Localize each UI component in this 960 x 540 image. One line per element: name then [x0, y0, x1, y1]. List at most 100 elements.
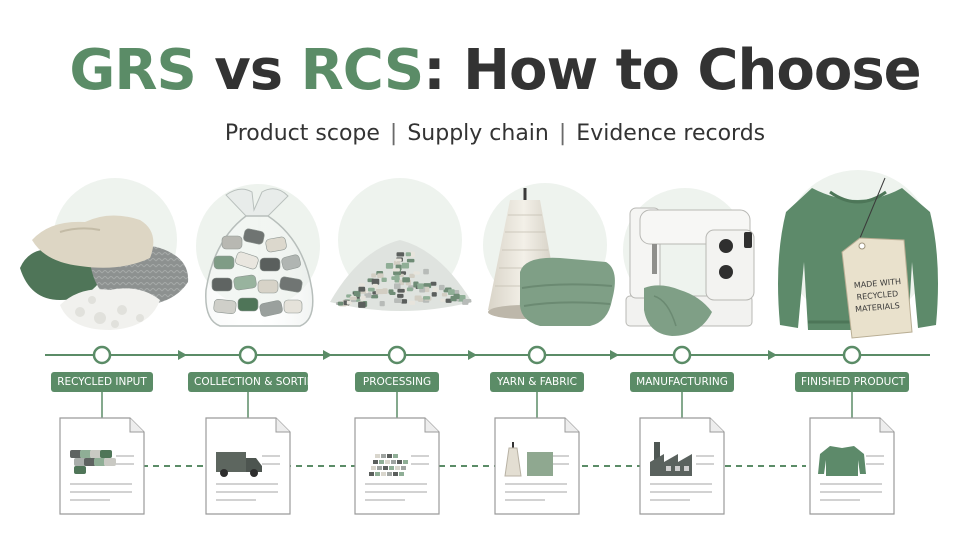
- timeline-arrow: [768, 350, 777, 360]
- flake: [358, 286, 366, 292]
- timeline-node: [387, 345, 407, 365]
- flake: [382, 288, 388, 294]
- subtitle-separator: |: [558, 121, 567, 146]
- flake: [414, 295, 422, 301]
- flake-pile-icon: [330, 240, 472, 311]
- flake: [406, 287, 413, 292]
- flake: [423, 268, 429, 275]
- flake: [385, 263, 394, 269]
- flake: [358, 283, 365, 287]
- flake: [360, 295, 366, 301]
- flake: [402, 277, 410, 283]
- flake: [388, 289, 394, 294]
- delivery-truck-icon: [216, 452, 262, 477]
- timeline-arrow: [178, 350, 187, 360]
- timeline-node: [238, 345, 258, 365]
- flake: [413, 271, 420, 275]
- stage-label-processing: PROCESSING: [355, 372, 439, 392]
- timeline-node: [92, 345, 112, 365]
- flake: [430, 281, 437, 286]
- stage-label-recycled-input: RECYCLED INPUT: [51, 372, 153, 392]
- evidence-document: [354, 417, 440, 515]
- flake: [397, 293, 404, 298]
- timeline: [45, 345, 930, 467]
- flake: [364, 292, 372, 298]
- flake: [394, 283, 401, 290]
- flake: [371, 278, 380, 285]
- flake: [409, 300, 416, 305]
- flake: [439, 284, 445, 291]
- flake: [463, 299, 472, 303]
- flake: [381, 277, 387, 282]
- hang-tag-line1: MADE WITH: [853, 277, 901, 290]
- page-title: GRS vs RCS: How to Choose: [0, 36, 960, 106]
- flake: [441, 292, 448, 297]
- flake: [405, 252, 411, 257]
- timeline-node: [527, 345, 547, 365]
- flake: [406, 258, 415, 263]
- flake: [423, 296, 431, 300]
- stage-label-finished-product: FINISHED PRODUCT: [795, 372, 909, 392]
- evidence-documents: [59, 417, 895, 515]
- evidence-document: [809, 417, 895, 515]
- flake: [431, 292, 437, 297]
- timeline-arrow: [468, 350, 477, 360]
- sorted-bag-icon: [205, 188, 314, 327]
- stage-label-manufacturing: MANUFACTURING: [630, 372, 734, 392]
- flake: [409, 273, 415, 278]
- evidence-document: [639, 417, 725, 515]
- title-rcs: RCS: [300, 38, 425, 103]
- title-grs: GRS: [69, 38, 196, 103]
- flake: [397, 288, 405, 293]
- yarn-cone-fabric-icon: [488, 188, 615, 326]
- flake: [395, 258, 402, 262]
- timeline-arrow: [323, 350, 332, 360]
- textile-pile-icon: [20, 215, 189, 330]
- flake: [349, 296, 357, 301]
- evidence-document: [205, 417, 291, 515]
- flake: [401, 262, 410, 269]
- flake: [393, 260, 401, 266]
- flake: [379, 301, 385, 307]
- flake: [394, 298, 403, 303]
- title-vs: vs: [214, 38, 283, 103]
- flake: [450, 295, 457, 302]
- sweater-icon: [818, 446, 866, 476]
- flake: [396, 252, 405, 257]
- stage-label-yarn-fabric: YARN & FABRIC: [490, 372, 584, 392]
- flake: [394, 274, 400, 281]
- flake: [417, 283, 424, 289]
- subtitle-supply-chain: Supply chain: [407, 121, 549, 146]
- flake: [368, 287, 375, 292]
- flake: [440, 298, 446, 302]
- flake: [346, 300, 353, 305]
- timeline-node: [672, 345, 692, 365]
- stage-label-collection-sorting: COLLECTION & SORTING: [188, 372, 323, 392]
- subtitle-evidence-records: Evidence records: [576, 121, 766, 146]
- flake: [370, 295, 379, 299]
- subtitle: Product scope|Supply chain|Evidence reco…: [0, 118, 960, 150]
- hang-tag-line2: RECYCLED: [856, 289, 898, 302]
- flake: [401, 299, 408, 304]
- timeline-arrow: [610, 350, 619, 360]
- flake: [392, 268, 400, 272]
- flake: [358, 301, 366, 308]
- flake: [432, 287, 439, 293]
- subtitle-separator: |: [389, 121, 398, 146]
- evidence-document: [59, 417, 145, 515]
- flake: [337, 301, 344, 306]
- evidence-document: [494, 417, 580, 515]
- flake: [445, 298, 452, 303]
- title-how-to-choose: : How to Choose: [423, 38, 921, 103]
- hang-tag: MADE WITH RECYCLED MATERIALS: [841, 237, 913, 339]
- flake: [371, 273, 377, 278]
- sewing-machine-icon: [625, 207, 755, 336]
- fiber-bales-icon: [70, 450, 116, 474]
- flake: [448, 289, 455, 295]
- timeline-node: [842, 345, 862, 365]
- flake: [353, 291, 361, 297]
- flake: [372, 283, 378, 290]
- hang-tag-line3: MATERIALS: [855, 301, 900, 314]
- flake: [375, 289, 384, 295]
